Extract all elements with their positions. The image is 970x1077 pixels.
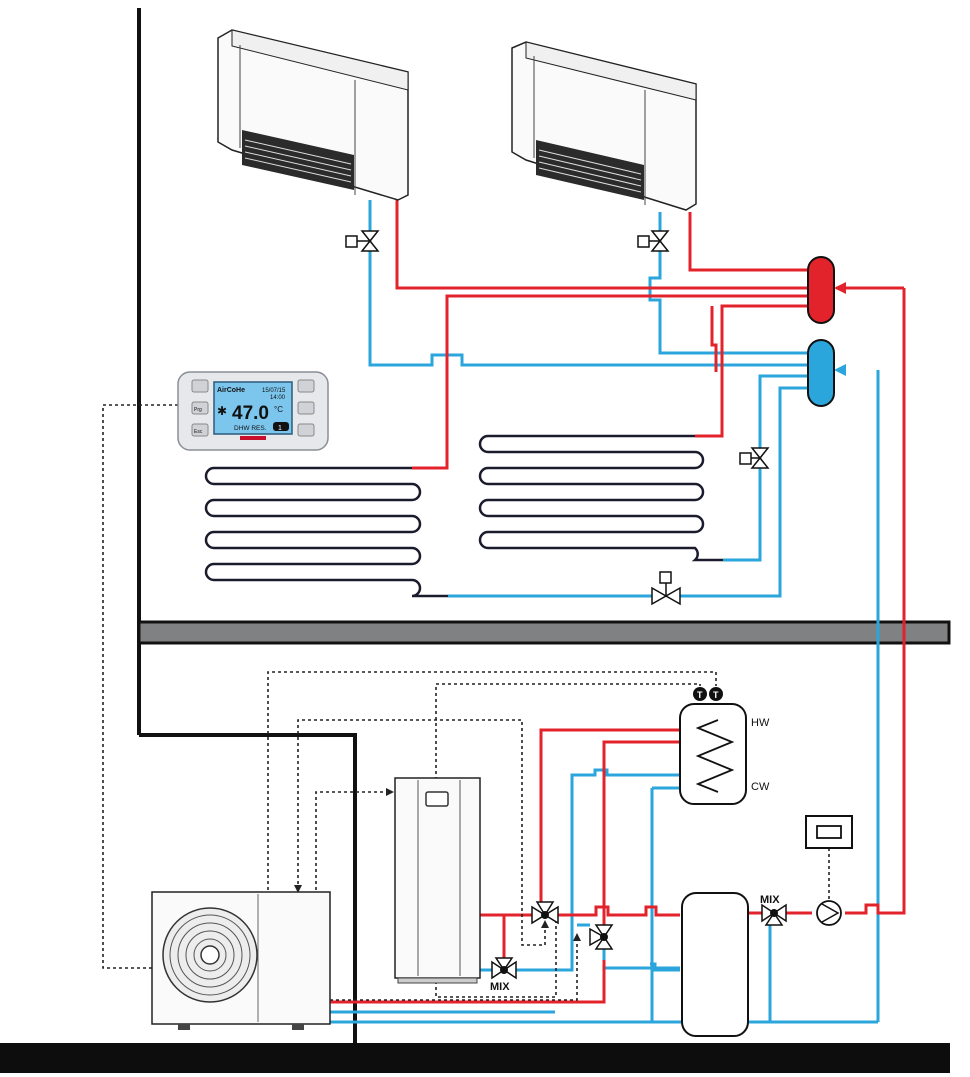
supply-pipes bbox=[330, 200, 906, 1004]
underfloor-loop bbox=[478, 434, 723, 562]
control-wiring bbox=[102, 404, 830, 1001]
indoor-hydronic-unit bbox=[394, 777, 481, 984]
fan-coil-unit bbox=[217, 29, 409, 201]
controller-mode-label: AirCoHe bbox=[217, 387, 245, 394]
sensor-label: T bbox=[697, 690, 703, 700]
three-way-valve bbox=[531, 901, 559, 925]
mix-label: MIX bbox=[760, 894, 780, 906]
cw-label: CW bbox=[751, 781, 770, 793]
controller-time: 14:00 bbox=[270, 395, 286, 401]
zone-valve bbox=[651, 571, 681, 606]
return-manifold bbox=[807, 339, 835, 407]
ground-line bbox=[0, 1043, 950, 1073]
arrows bbox=[294, 282, 846, 941]
fan-coil-unit bbox=[511, 41, 697, 211]
floor-slab bbox=[137, 620, 951, 645]
mix-label: MIX bbox=[490, 981, 510, 993]
signal-arrow bbox=[386, 788, 394, 796]
fan-icon: ✱ bbox=[217, 404, 227, 418]
building-structure bbox=[0, 8, 951, 1073]
controller-temperature: 47.0 bbox=[232, 403, 269, 424]
signal-arrow bbox=[541, 920, 549, 928]
sensor-label: T bbox=[713, 690, 719, 700]
prg-key-label: Prg bbox=[194, 407, 202, 413]
underfloor-loop bbox=[204, 466, 448, 598]
signal-arrow bbox=[294, 885, 302, 893]
temperature-sensor bbox=[709, 687, 723, 701]
controller-badge: 1 bbox=[278, 425, 282, 432]
prg-key bbox=[191, 401, 209, 415]
thermostat-controller: AirCoHe 15/07/15 14:00 ✱ 47.0 °C DHW RES… bbox=[177, 371, 329, 451]
signal-arrow bbox=[573, 933, 581, 941]
controller-date: 15/07/15 bbox=[262, 388, 286, 394]
dhw-coil bbox=[695, 719, 735, 793]
three-way-valve bbox=[589, 924, 614, 950]
return-arrow bbox=[834, 364, 846, 376]
hw-label: HW bbox=[751, 717, 770, 729]
zone-valve bbox=[345, 230, 380, 252]
zone-valve bbox=[739, 447, 770, 469]
temperature-sensor bbox=[693, 687, 707, 701]
pump-controller-icon bbox=[805, 815, 853, 849]
controller-status: DHW RES. bbox=[234, 425, 267, 432]
outdoor-heat-pump-unit bbox=[151, 891, 331, 1030]
exterior-wall-lower bbox=[139, 733, 357, 1047]
mixing-valve: MIX bbox=[760, 894, 787, 926]
esc-key bbox=[191, 423, 209, 437]
controller-unit: °C bbox=[274, 405, 283, 414]
mixing-valve: MIX bbox=[490, 957, 517, 993]
supply-arrow bbox=[834, 282, 846, 294]
zone-valve bbox=[637, 230, 670, 252]
circulation-pump-icon bbox=[816, 900, 842, 926]
dhw-tank: HW CW T T bbox=[679, 687, 770, 805]
buffer-tank bbox=[681, 892, 749, 1037]
esc-key-label: Esc bbox=[194, 429, 203, 435]
supply-manifold bbox=[807, 256, 835, 324]
